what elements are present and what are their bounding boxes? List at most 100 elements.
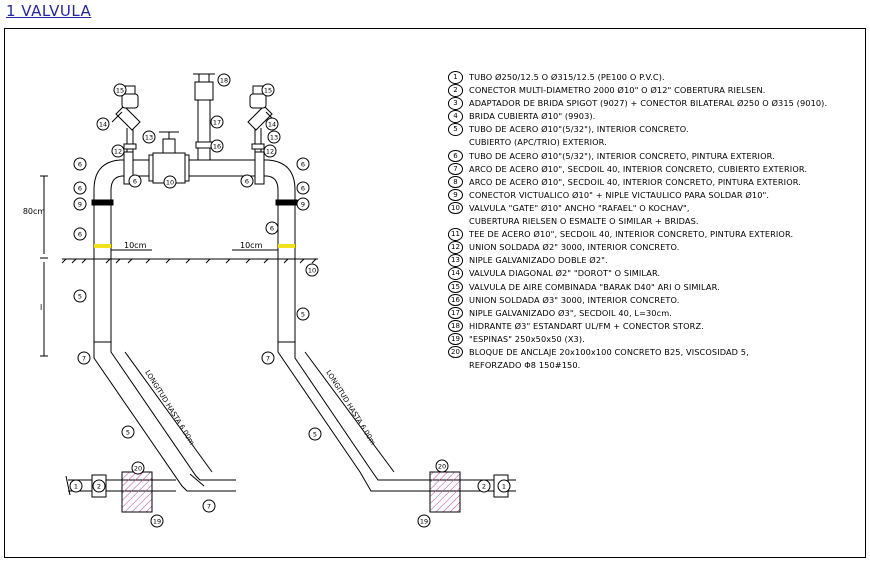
svg-text:7: 7 bbox=[82, 355, 86, 363]
legend-number: 2 bbox=[448, 84, 463, 97]
gate-valve-bonnet bbox=[162, 138, 176, 154]
ground-hatch bbox=[61, 258, 317, 264]
callout-6-g: 6 bbox=[296, 181, 310, 195]
left-buried-pipe-inner bbox=[110, 342, 236, 481]
svg-text:7: 7 bbox=[207, 503, 211, 511]
svg-text:7: 7 bbox=[266, 355, 270, 363]
callout-6-c: 6 bbox=[73, 227, 87, 241]
legend-number: 3 bbox=[448, 97, 463, 110]
callout-12-left: 12 bbox=[111, 144, 125, 158]
dim-pipe-length-left bbox=[124, 351, 213, 473]
legend-text: NIPLE GALVANIZADO Ø3", SECDOIL 40, L=30c… bbox=[469, 307, 672, 318]
legend-number: 9 bbox=[448, 188, 463, 202]
pipe-length-right-label: LONGITUD HASTA 6.00m bbox=[324, 369, 377, 447]
legend-text: VALVULA DIAGONAL Ø2" "DOROT" O SIMILAR. bbox=[469, 268, 661, 279]
legend-number: 6 bbox=[448, 149, 463, 163]
legend-number bbox=[448, 136, 463, 149]
left-air-union bbox=[123, 143, 137, 150]
svg-text:5: 5 bbox=[313, 431, 317, 439]
svg-text:9: 9 bbox=[78, 201, 82, 209]
svg-text:1: 1 bbox=[502, 483, 506, 491]
legend-text: CONECTOR MULTI-DIAMETRO 2000 Ø10" O Ø12"… bbox=[469, 85, 766, 96]
legend-text: VALVULA DE AIRE COMBINADA "BARAK D40" AR… bbox=[469, 281, 720, 292]
legend-text: UNION SOLDADA Ø3" 3000, INTERIOR CONCRET… bbox=[469, 294, 680, 305]
left-diagonal-valve bbox=[115, 105, 141, 131]
callout-5-d: 5 bbox=[308, 427, 322, 441]
legend-number: 20 bbox=[448, 345, 463, 359]
svg-text:19: 19 bbox=[153, 518, 161, 526]
legend-item: 7 ARCO DE ACERO Ø10", SECDOIL 40, INTERIO… bbox=[448, 162, 864, 176]
legend-text: CUBERTURA RIELSEN O ESMALTE O SIMILAR + … bbox=[469, 216, 699, 227]
callout-1-left: 1 bbox=[69, 479, 83, 493]
legend-text: CONECTOR VICTUALICO Ø10" + NIPLE VICTAUL… bbox=[469, 189, 770, 200]
legend-number: 19 bbox=[448, 332, 463, 346]
callout-7-b: 7 bbox=[261, 351, 275, 365]
callout-5-a: 5 bbox=[73, 289, 87, 303]
legend-text: REFORZADO Φ8 150#150. bbox=[469, 360, 581, 371]
left-joint-2 bbox=[189, 473, 205, 487]
right-elbow-top bbox=[266, 159, 296, 191]
callout-16: 16 bbox=[210, 139, 224, 153]
left-marker bbox=[94, 244, 111, 248]
svg-text:12: 12 bbox=[266, 148, 274, 156]
callout-6-b: 6 bbox=[73, 181, 87, 195]
callout-18: 18 bbox=[217, 73, 231, 87]
legend-number: 10 bbox=[448, 201, 463, 215]
legend-text: ARCO DE ACERO Ø10", SECDOIL 40, INTERIOR… bbox=[469, 163, 808, 174]
legend-text: "ESPINAS" 250x50x50 (X3). bbox=[469, 333, 585, 344]
svg-text:5: 5 bbox=[126, 429, 130, 437]
svg-text:10: 10 bbox=[166, 179, 174, 187]
left-break-1 bbox=[65, 475, 71, 496]
callout-6-f: 6 bbox=[296, 157, 310, 171]
callout-6-d: 6 bbox=[128, 174, 142, 188]
svg-text:6: 6 bbox=[245, 178, 249, 186]
legend-number: 7 bbox=[448, 162, 463, 176]
dim-10cm-left-label: 10cm bbox=[124, 241, 147, 250]
callout-13-right: 13 bbox=[267, 130, 281, 144]
callout-15-right: 15 bbox=[261, 83, 275, 97]
callout-9-left: 9 bbox=[73, 197, 87, 211]
svg-text:14: 14 bbox=[99, 121, 107, 129]
callout-13-left: 13 bbox=[142, 130, 156, 144]
legend-item: CUBIERTO (APC/TRIO) EXTERIOR. bbox=[448, 136, 864, 149]
left-air-valve-body bbox=[121, 93, 139, 109]
legend-number: 1 bbox=[448, 71, 463, 84]
callout-17: 17 bbox=[210, 115, 224, 129]
legend-text: TUBO DE ACERO Ø10"(5/32"), INTERIOR CONC… bbox=[469, 124, 689, 135]
legend-number: 12 bbox=[448, 241, 463, 254]
callout-2-right: 2 bbox=[477, 479, 491, 493]
svg-text:15: 15 bbox=[264, 87, 272, 95]
legend-number bbox=[448, 359, 463, 372]
hydrant-union bbox=[195, 141, 213, 149]
legend-text: HIDRANTE Ø3" ESTANDART UL/FM + CONECTOR … bbox=[469, 320, 704, 331]
left-diagonal-handle bbox=[111, 111, 123, 123]
callout-10: 10 bbox=[163, 175, 177, 189]
svg-text:9: 9 bbox=[301, 201, 305, 209]
callout-5-b: 5 bbox=[296, 307, 310, 321]
legend-number: 17 bbox=[448, 306, 463, 320]
tee-left bbox=[123, 151, 134, 185]
callout-10-right: 10 bbox=[305, 263, 319, 277]
gate-valve-flange-r bbox=[184, 154, 190, 182]
right-buried-pipe-inner bbox=[277, 342, 410, 492]
right-coupling bbox=[275, 199, 298, 206]
svg-text:2: 2 bbox=[482, 483, 486, 491]
svg-text:6: 6 bbox=[78, 185, 82, 193]
svg-text:15: 15 bbox=[116, 87, 124, 95]
legend-item: 16 UNION SOLDADA Ø3" 3000, INTERIOR CONCR… bbox=[448, 293, 864, 307]
svg-text:6: 6 bbox=[270, 225, 274, 233]
callout-19-right: 19 bbox=[417, 514, 431, 528]
svg-text:6: 6 bbox=[78, 161, 82, 169]
right-air-valve-body bbox=[249, 93, 267, 109]
legend-number: 16 bbox=[448, 293, 463, 307]
